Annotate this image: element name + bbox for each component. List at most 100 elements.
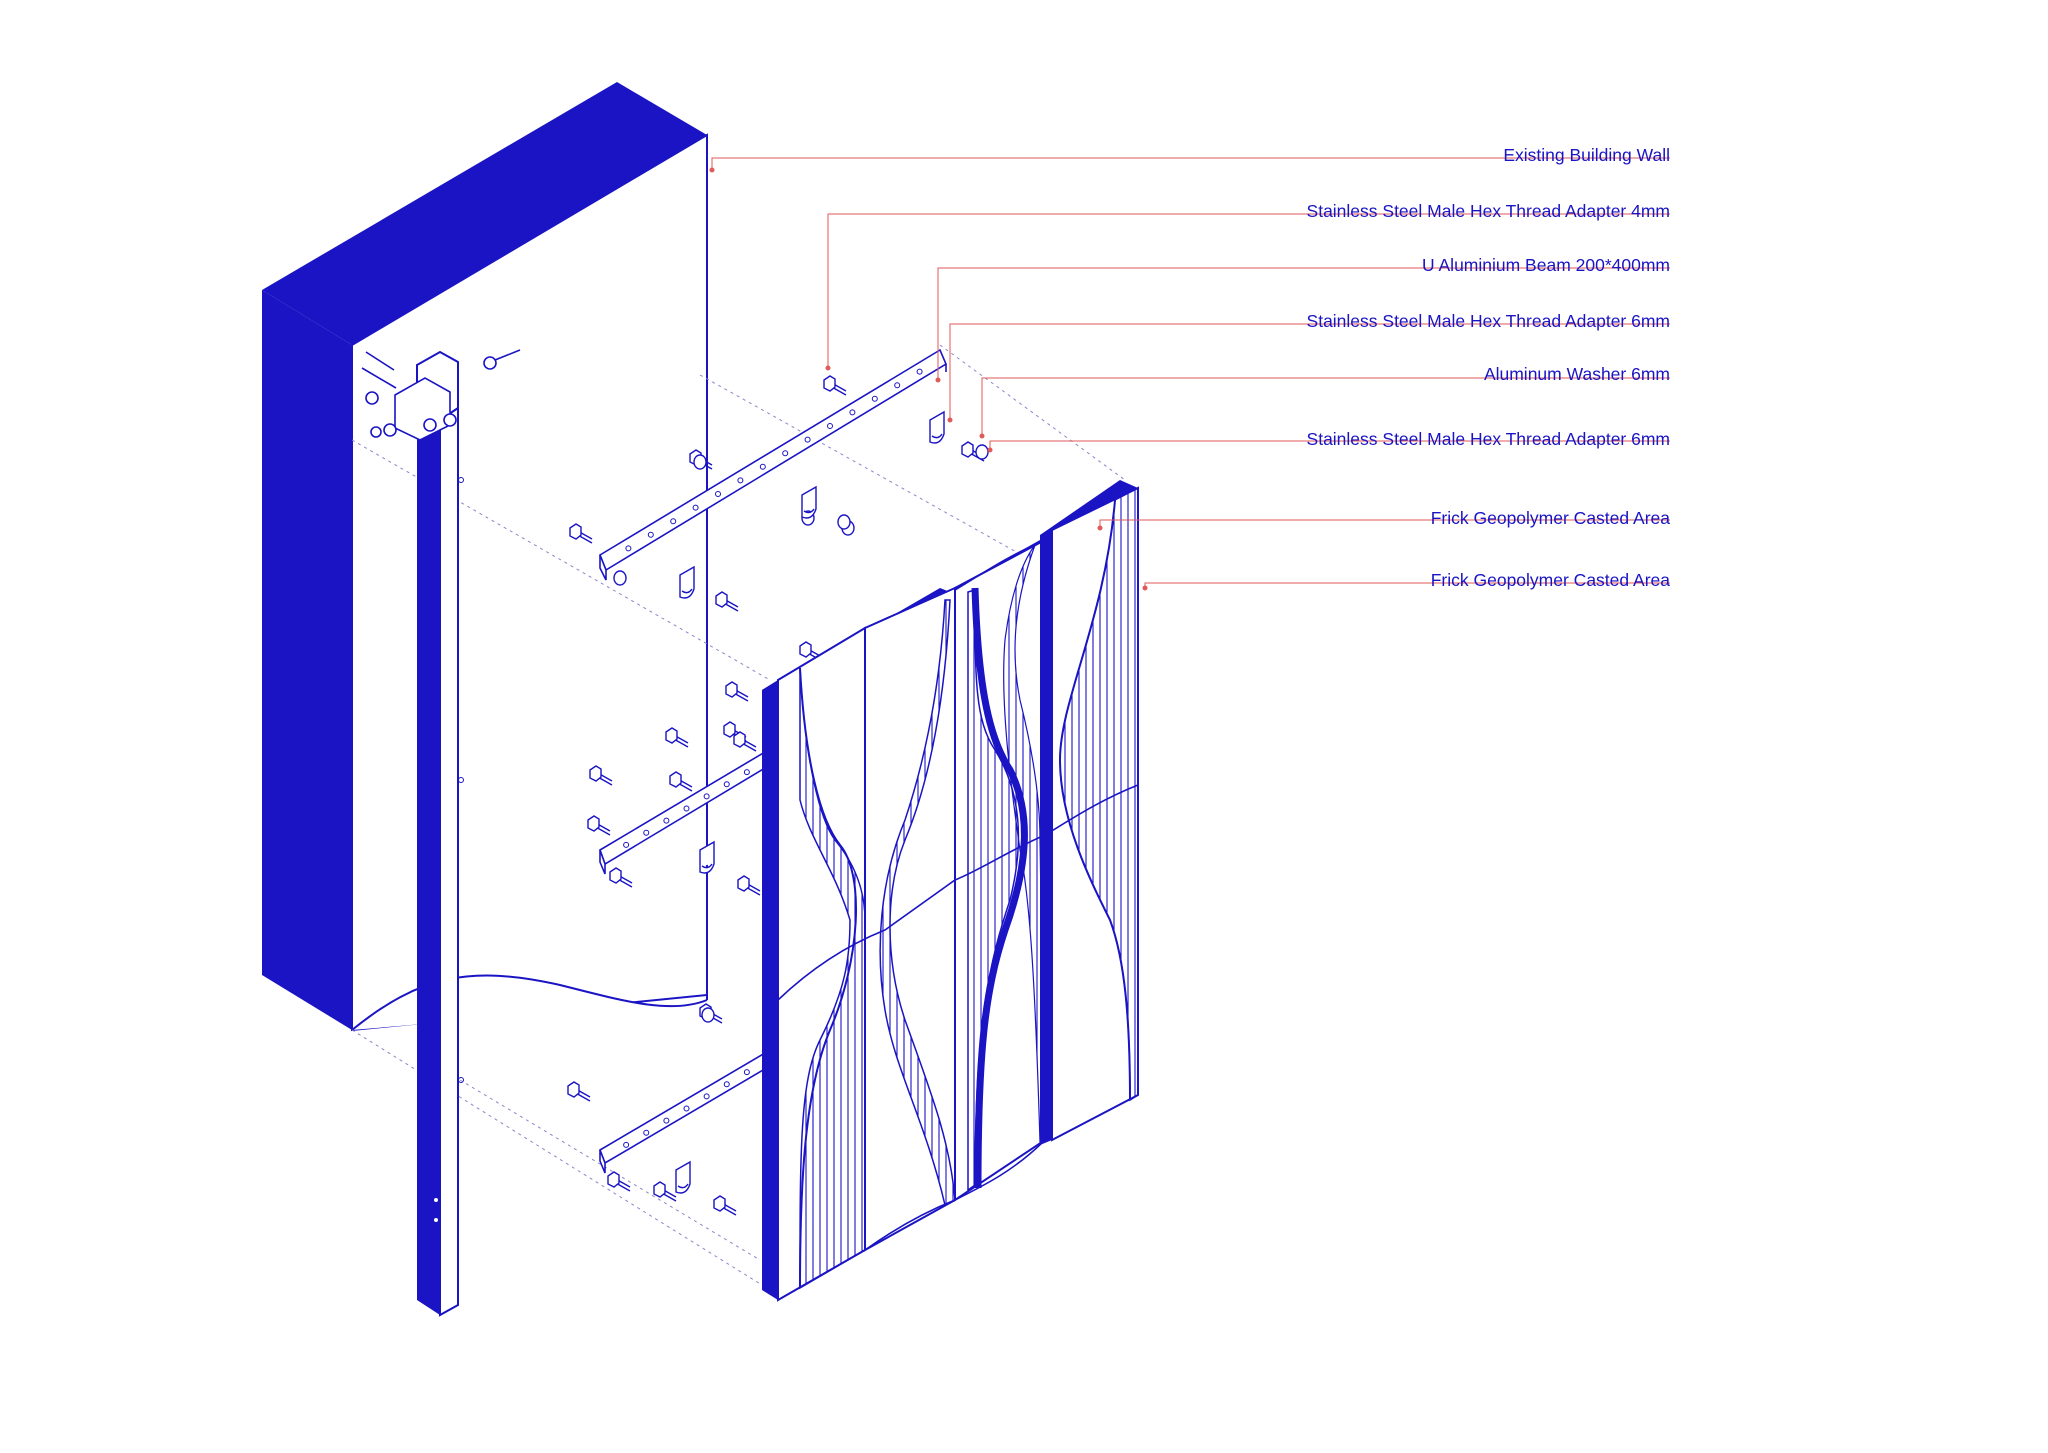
- top-beam-hole: [871, 395, 878, 402]
- hex-bolt-icon: [569, 523, 593, 544]
- top-beam-hole: [692, 504, 699, 511]
- leader-dot-5: [987, 447, 993, 453]
- hex-bolt-icon: [715, 591, 739, 612]
- top-beam-hole: [894, 382, 901, 389]
- middle-beam-hole: [743, 769, 750, 776]
- u-beam-top: [599, 348, 948, 581]
- leader-line-4: [981, 377, 1670, 436]
- hex-bolt-icon: [653, 1181, 677, 1202]
- panel-seam-upper: [954, 544, 1036, 591]
- label-geopolymer-casted-area-b: Frick Geopolymer Casted Area: [1430, 570, 1670, 590]
- middle-beam-hole: [663, 817, 670, 824]
- panel-bottom-curve: [864, 1139, 1046, 1251]
- panel-3-hatch-right: [1003, 544, 1046, 1143]
- panel-1-hatch-area: [799, 667, 866, 1290]
- top-beam-hole: [759, 463, 766, 470]
- leader-lines: [709, 157, 1670, 591]
- top-beam-hole: [849, 409, 856, 416]
- beam-holes: [623, 368, 923, 1148]
- washer-icon: [693, 454, 707, 470]
- leader-line-2: [937, 267, 1670, 380]
- hex-bolt-icon: [587, 815, 611, 836]
- wall-top-face: [262, 82, 707, 345]
- middle-beam-hole: [723, 781, 730, 788]
- top-beam-hole: [827, 423, 833, 429]
- hex-bolt-icon: [589, 765, 613, 786]
- top-beam-hole: [715, 491, 721, 497]
- angle-clip-icon: [679, 565, 695, 599]
- leader-line-0: [711, 157, 1670, 170]
- leader-dot-6: [1097, 525, 1103, 531]
- existing-building-wall: [262, 82, 708, 1032]
- label-hex-thread-adapter-6mm-b: Stainless Steel Male Hex Thread Adapter …: [1306, 429, 1670, 449]
- leader-line-1: [827, 213, 1670, 368]
- hex-bolt-icon: [609, 867, 633, 888]
- hex-bolt-icon: [737, 875, 761, 896]
- panel-1-side: [762, 680, 778, 1300]
- washer-icon: [975, 444, 989, 460]
- label-existing-building-wall: Existing Building Wall: [1503, 145, 1670, 165]
- leader-line-3: [949, 323, 1670, 420]
- post-flange: [439, 406, 459, 1317]
- label-hex-thread-adapter-6mm-a: Stainless Steel Male Hex Thread Adapter …: [1306, 311, 1670, 331]
- middle-beam-hole: [703, 793, 710, 800]
- hex-bolt-icon: [823, 375, 847, 396]
- top-beam-hole: [647, 531, 654, 538]
- leader-dot-7: [1142, 585, 1148, 591]
- cast-panel-3: [954, 538, 1046, 1202]
- bottom-beam-hole: [703, 1093, 710, 1100]
- middle-beam-hole: [643, 829, 650, 836]
- hex-bolt-icon: [607, 1171, 631, 1192]
- top-beam-hole: [737, 477, 744, 484]
- leader-dot-0: [709, 167, 715, 173]
- fastener-hardware: [567, 375, 989, 1216]
- hex-bolt-icon: [665, 727, 689, 748]
- leader-line-6: [1099, 519, 1670, 528]
- bottom-beam-hole: [663, 1117, 670, 1124]
- angle-clip-icon: [699, 840, 715, 874]
- top-beam-hole: [625, 545, 632, 552]
- leader-dot-3: [947, 417, 953, 423]
- cast-panel-4: [1040, 486, 1139, 1145]
- top-beam-hole: [782, 450, 789, 457]
- hex-bolt-icon: [713, 1195, 737, 1216]
- wall-side-face: [262, 290, 352, 1030]
- leader-dot-4: [979, 433, 985, 439]
- leader-dot-2: [935, 377, 941, 383]
- washer-icon: [613, 570, 627, 586]
- leader-line-5: [989, 440, 1670, 450]
- label-geopolymer-casted-area-a: Frick Geopolymer Casted Area: [1430, 508, 1670, 528]
- top-beam-hole: [804, 436, 811, 443]
- angle-clip-icon: [675, 1160, 691, 1194]
- panel-4-side: [1040, 530, 1052, 1145]
- bottom-beam-hole: [643, 1129, 650, 1136]
- middle-beam-hole: [623, 841, 630, 848]
- post-bracket-cluster: [361, 349, 521, 441]
- bottom-beam-hole: [723, 1081, 730, 1088]
- top-beam-hole: [670, 518, 677, 525]
- hex-bolt-icon: [725, 681, 749, 702]
- bottom-beam-hole: [683, 1105, 690, 1112]
- hex-bolt-icon: [733, 731, 757, 752]
- washer-icon: [701, 1007, 715, 1023]
- post-front: [417, 420, 440, 1315]
- hex-bolt-icon: [669, 771, 693, 792]
- washer-icon: [837, 514, 851, 530]
- middle-beam-hole: [683, 805, 690, 812]
- label-hex-thread-adapter-4mm: Stainless Steel Male Hex Thread Adapter …: [1306, 201, 1670, 221]
- label-u-aluminium-beam: U Aluminium Beam 200*400mm: [1421, 255, 1670, 275]
- label-aluminum-washer-6mm: Aluminum Washer 6mm: [1483, 364, 1670, 384]
- top-beam-hole: [916, 368, 923, 375]
- bottom-beam-hole: [623, 1141, 630, 1148]
- leader-dot-1: [825, 365, 831, 371]
- hex-bolt-icon: [567, 1081, 591, 1102]
- panel-seam-lower: [777, 784, 1139, 1001]
- cast-panel-2: [864, 586, 956, 1252]
- vertical-aluminium-post: [416, 350, 464, 1317]
- geopolymer-panel-assembly: [762, 480, 1139, 1302]
- angle-clip-icon: [801, 485, 817, 519]
- cast-panel-1: [762, 626, 866, 1302]
- angle-clip-icon: [929, 410, 945, 444]
